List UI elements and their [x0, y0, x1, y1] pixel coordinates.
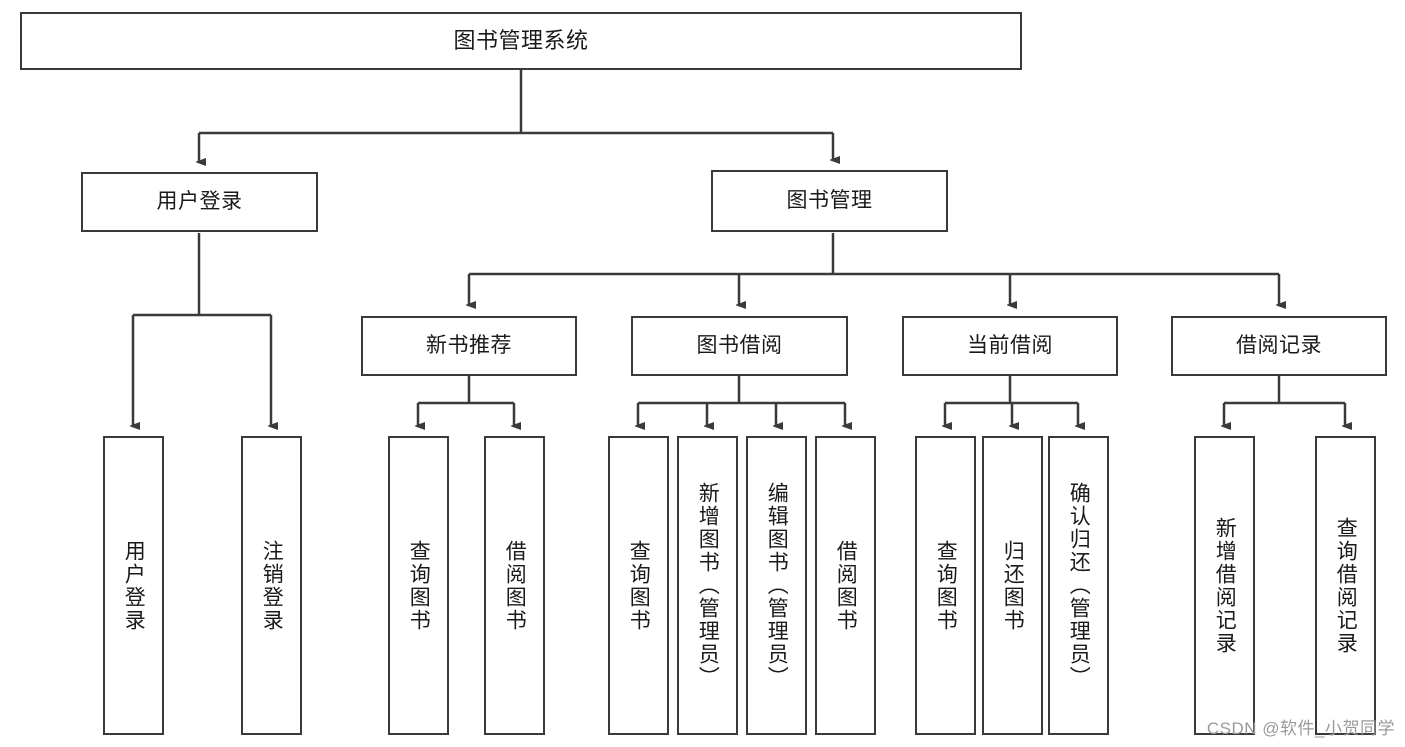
- node-leaf-query-book-2[interactable]: 查询图书: [608, 436, 669, 735]
- node-borrow-record-label: 借阅记录: [1236, 333, 1322, 357]
- node-leaf-user-login-label: 用户登录: [122, 539, 146, 632]
- node-new-book-recommend-label: 新书推荐: [426, 333, 512, 357]
- node-leaf-query-book-2-label: 查询图书: [627, 539, 651, 632]
- node-book-manage[interactable]: 图书管理: [711, 170, 948, 232]
- node-leaf-query-record[interactable]: 查询借阅记录: [1315, 436, 1376, 735]
- node-leaf-query-book-3[interactable]: 查询图书: [915, 436, 976, 735]
- node-user-login[interactable]: 用户登录: [81, 172, 318, 232]
- node-leaf-confirm-return-label: 确认归还（管理员）: [1067, 482, 1091, 689]
- node-root[interactable]: 图书管理系统: [20, 12, 1022, 70]
- node-leaf-query-book-1[interactable]: 查询图书: [388, 436, 449, 735]
- node-leaf-edit-book[interactable]: 编辑图书（管理员）: [746, 436, 807, 735]
- node-leaf-add-book-label: 新增图书（管理员）: [696, 482, 720, 689]
- node-current-borrow[interactable]: 当前借阅: [902, 316, 1118, 376]
- node-leaf-logout-login[interactable]: 注销登录: [241, 436, 302, 735]
- node-leaf-add-record[interactable]: 新增借阅记录: [1194, 436, 1255, 735]
- node-leaf-query-record-label: 查询借阅记录: [1334, 516, 1358, 655]
- node-leaf-return-book[interactable]: 归还图书: [982, 436, 1043, 735]
- node-leaf-borrow-book-1[interactable]: 借阅图书: [484, 436, 545, 735]
- node-root-label: 图书管理系统: [453, 28, 589, 54]
- watermark-text: CSDN @软件_小贺同学: [1206, 719, 1395, 738]
- node-leaf-borrow-book-2[interactable]: 借阅图书: [815, 436, 876, 735]
- node-leaf-query-book-3-label: 查询图书: [934, 539, 958, 632]
- node-leaf-return-book-label: 归还图书: [1001, 539, 1025, 632]
- node-new-book-recommend[interactable]: 新书推荐: [361, 316, 577, 376]
- node-book-borrow[interactable]: 图书借阅: [631, 316, 848, 376]
- node-leaf-user-login[interactable]: 用户登录: [103, 436, 164, 735]
- node-borrow-record[interactable]: 借阅记录: [1171, 316, 1387, 376]
- node-book-manage-label: 图书管理: [786, 188, 873, 212]
- node-leaf-borrow-book-2-label: 借阅图书: [834, 539, 858, 632]
- node-user-login-label: 用户登录: [156, 189, 243, 213]
- node-leaf-add-book[interactable]: 新增图书（管理员）: [677, 436, 738, 735]
- node-current-borrow-label: 当前借阅: [967, 333, 1053, 357]
- node-leaf-edit-book-label: 编辑图书（管理员）: [765, 482, 789, 689]
- node-leaf-add-record-label: 新增借阅记录: [1213, 516, 1237, 655]
- node-leaf-confirm-return[interactable]: 确认归还（管理员）: [1048, 436, 1109, 735]
- node-book-borrow-label: 图书借阅: [696, 333, 783, 357]
- node-leaf-borrow-book-1-label: 借阅图书: [503, 539, 527, 632]
- node-leaf-query-book-1-label: 查询图书: [407, 539, 431, 632]
- node-leaf-logout-login-label: 注销登录: [260, 539, 284, 632]
